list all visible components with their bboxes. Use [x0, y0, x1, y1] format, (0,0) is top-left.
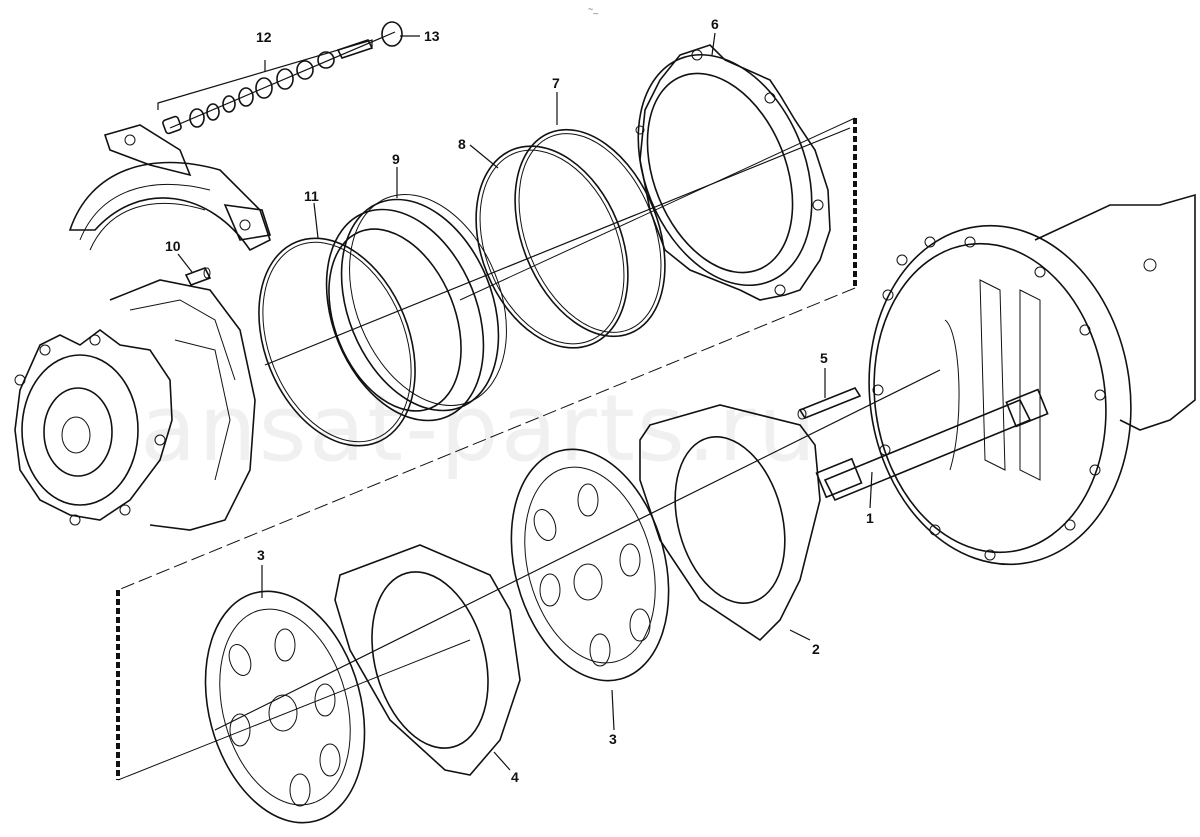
callout-7: 7 — [552, 75, 560, 91]
callout-12: 12 — [256, 29, 272, 45]
upper-axis — [264, 127, 851, 366]
friction-disc-front — [510, 448, 670, 731]
lower-axis — [214, 369, 941, 731]
callout-13: 13 — [424, 28, 440, 44]
callout-4: 4 — [511, 769, 519, 785]
corner-mark: ~_ — [588, 4, 599, 14]
callout-10: 10 — [165, 238, 181, 254]
callout-3-rear: 3 — [257, 547, 265, 563]
splined-shaft — [815, 388, 1049, 509]
piston-housing — [635, 44, 831, 301]
axle-housing-right — [868, 193, 1196, 566]
callout-11: 11 — [304, 188, 319, 204]
callout-1: 1 — [866, 510, 874, 526]
callout-2: 2 — [812, 641, 820, 657]
callout-6: 6 — [711, 16, 719, 32]
axle-housing-top — [68, 124, 272, 252]
o-ring-inner — [475, 145, 629, 349]
friction-disc-rear — [204, 565, 366, 824]
separator-plate-2 — [639, 404, 821, 642]
watermark: ansat-parts.ru — [140, 375, 818, 482]
callout-8: 8 — [458, 136, 466, 152]
dowel-pin — [177, 253, 212, 286]
valve-kit — [157, 21, 403, 135]
seal-ring — [258, 237, 416, 447]
separator-plate-4 — [334, 544, 521, 776]
piston — [325, 194, 507, 422]
wheel-hub — [14, 279, 256, 531]
upper-leaders — [313, 32, 716, 239]
callout-5: 5 — [820, 350, 828, 366]
callout-3-front: 3 — [609, 731, 617, 747]
pin — [797, 368, 862, 420]
callout-9: 9 — [392, 151, 400, 167]
assembly-boundary — [116, 117, 857, 781]
